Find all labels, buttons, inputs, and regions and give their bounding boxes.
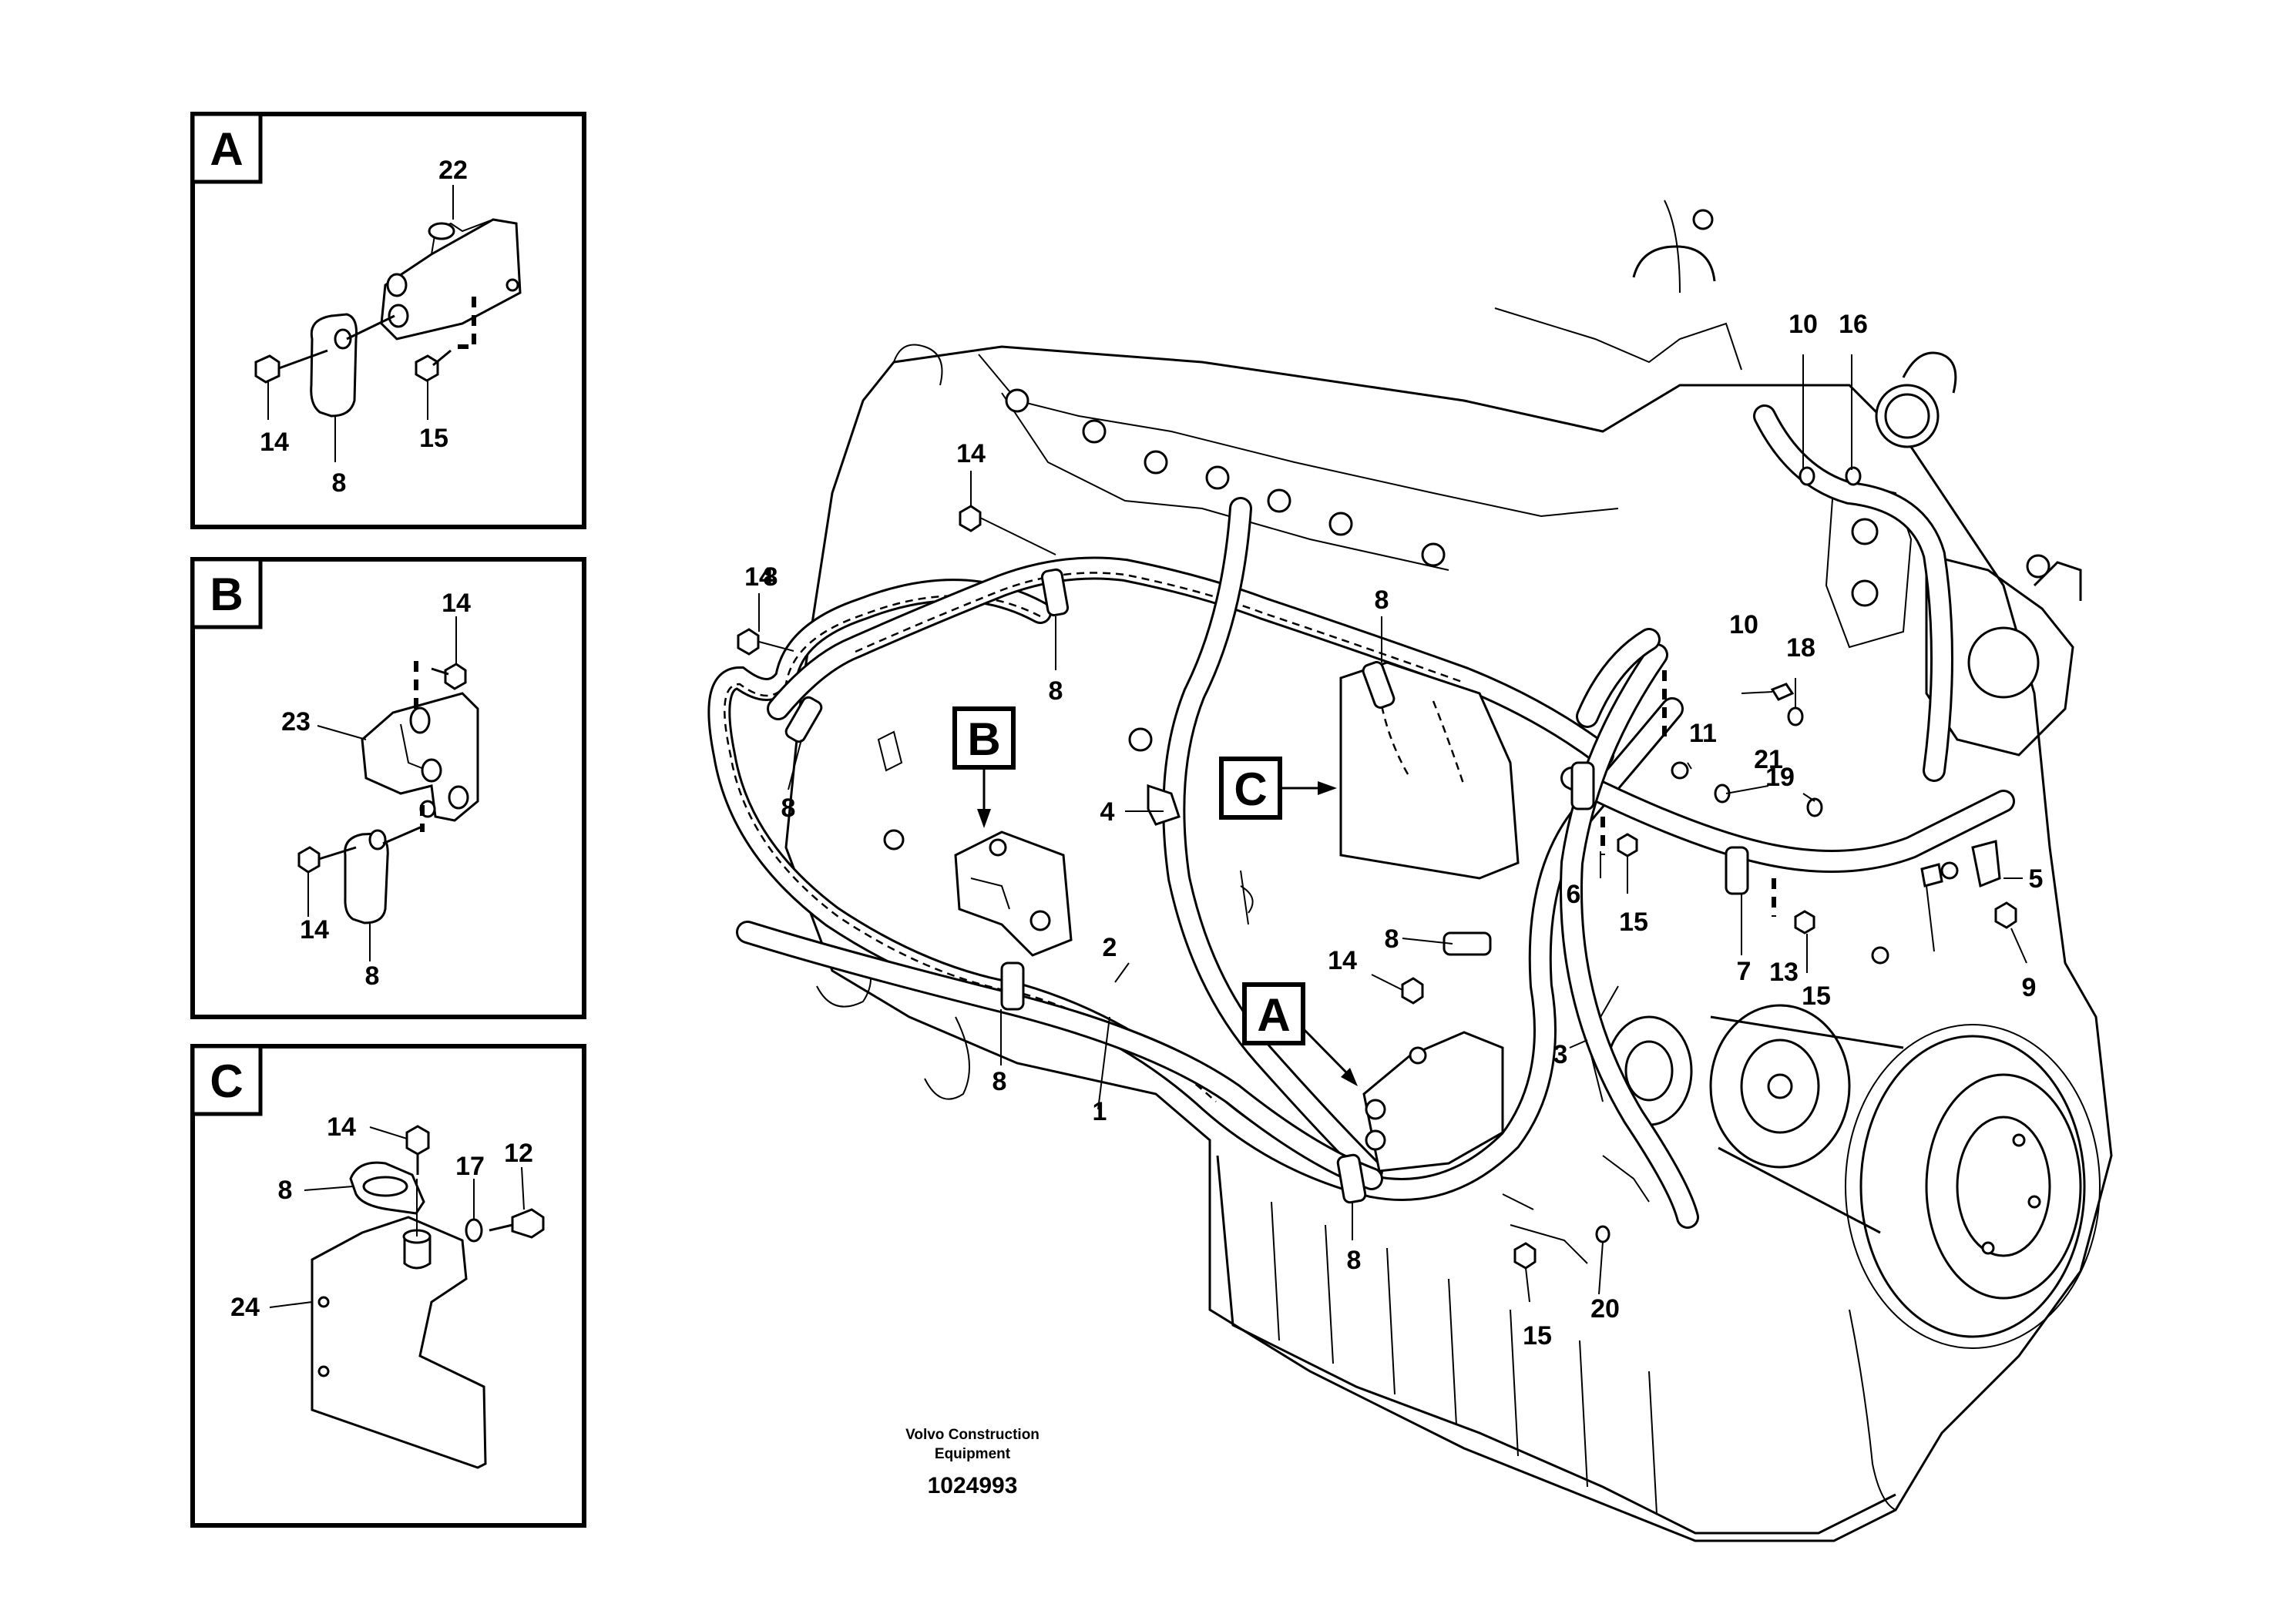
label-21: 21 — [1754, 745, 1783, 774]
label-3: 3 — [1553, 1040, 1568, 1069]
callout-c-letter: C — [1234, 763, 1267, 815]
oil-pan — [1216, 1155, 1896, 1535]
label-16: 16 — [1839, 310, 1868, 339]
label-7: 7 — [1737, 957, 1752, 986]
drawing-number: 1024993 — [928, 1473, 1018, 1498]
label-2: 2 — [1103, 933, 1117, 962]
label-23: 23 — [281, 707, 311, 737]
callout-a: A — [1242, 982, 1358, 1086]
label-14-c: 14 — [1328, 946, 1357, 975]
label-8-g: 8 — [764, 562, 778, 592]
inset-b-letter: B — [210, 569, 243, 620]
label-8-a: 8 — [1049, 676, 1063, 706]
label-12: 12 — [504, 1139, 533, 1168]
label-14-b: 14 — [744, 562, 774, 592]
label-14-a: 14 — [956, 439, 986, 468]
inset-a-letter: A — [210, 123, 243, 175]
callout-a-letter: A — [1257, 989, 1290, 1041]
callout-b: B — [952, 706, 1016, 828]
main-fasteners — [737, 466, 2017, 1270]
inset-c: C 14 17 12 8 24 — [190, 1044, 586, 1528]
label-15: 15 — [419, 424, 448, 453]
company-line1: Volvo Construction — [905, 1427, 1040, 1443]
label-19: 19 — [1765, 763, 1795, 792]
label-4: 4 — [1100, 797, 1115, 827]
leader-lines — [758, 354, 2027, 1303]
label-14: 14 — [260, 428, 289, 457]
label-6: 6 — [1567, 880, 1581, 909]
label-15-b: 15 — [1802, 981, 1831, 1011]
company-line2: Equipment — [935, 1446, 1011, 1462]
bracket-a-main — [1362, 1031, 1504, 1173]
label-8-c: 8 — [1375, 586, 1389, 615]
bracket-b-main — [954, 830, 1073, 957]
label-14: 14 — [327, 1112, 356, 1142]
inset-c-letter: C — [210, 1055, 243, 1107]
footer: Volvo Construction Equipment 1024993 — [905, 1427, 1040, 1498]
label-13: 13 — [1769, 958, 1799, 987]
clamp-8 — [344, 832, 389, 924]
label-1: 1 — [1093, 1097, 1107, 1126]
bolt-15 — [415, 349, 452, 382]
bolt-14-lower — [297, 846, 357, 874]
label-11: 11 — [1689, 719, 1717, 748]
label-14-top: 14 — [442, 589, 471, 618]
inset-b-letter-box — [190, 557, 263, 629]
plate-24 — [311, 1216, 487, 1469]
bracket-23 — [361, 692, 479, 822]
label-5: 5 — [2029, 864, 2044, 894]
callout-b-letter: B — [967, 713, 1000, 765]
inset-c-letter-box — [190, 1044, 263, 1116]
inset-a-letter-box — [190, 112, 263, 184]
label-8-b: 8 — [781, 794, 796, 823]
hose-clamps — [784, 568, 1749, 1204]
label-9: 9 — [2022, 973, 2037, 1002]
wiring-harness — [707, 404, 2015, 1229]
clamp-8 — [310, 313, 358, 418]
label-10-mid: 10 — [1729, 610, 1758, 639]
label-8: 8 — [332, 468, 347, 498]
label-8: 8 — [278, 1176, 293, 1205]
label-18: 18 — [1786, 633, 1815, 663]
label-8-e: 8 — [992, 1067, 1007, 1096]
main-labels: 1 2 3 4 5 6 7 8 8 8 8 8 8 8 9 10 10 11 1… — [744, 310, 2043, 1351]
label-14-lower: 14 — [300, 915, 329, 945]
ecu-cover — [1339, 661, 1520, 880]
engine-block — [784, 345, 2113, 1542]
label-22: 22 — [438, 156, 468, 185]
label-8-f: 8 — [1347, 1246, 1362, 1275]
label-24: 24 — [230, 1293, 260, 1322]
bolt-14 — [405, 1125, 430, 1175]
washer-17 — [465, 1218, 483, 1243]
label-17: 17 — [455, 1152, 485, 1181]
label-8: 8 — [365, 961, 380, 991]
callout-c: C — [1219, 757, 1337, 820]
label-20: 20 — [1590, 1294, 1620, 1324]
crankshaft-pulley — [1845, 1024, 2101, 1349]
coolant-pipe — [1632, 245, 1716, 282]
bolt-14 — [254, 349, 328, 384]
label-15-a: 15 — [1619, 908, 1648, 937]
label-15-c: 15 — [1523, 1321, 1552, 1351]
inset-a: A 22 14 15 8 — [190, 112, 586, 529]
bracket-22 — [380, 218, 522, 341]
engine-illustration — [784, 200, 2113, 1542]
bolt-12 — [489, 1208, 545, 1239]
label-10-top: 10 — [1789, 310, 1818, 339]
inset-b: B 14 23 14 8 — [190, 557, 586, 1019]
label-8-d: 8 — [1385, 924, 1399, 954]
